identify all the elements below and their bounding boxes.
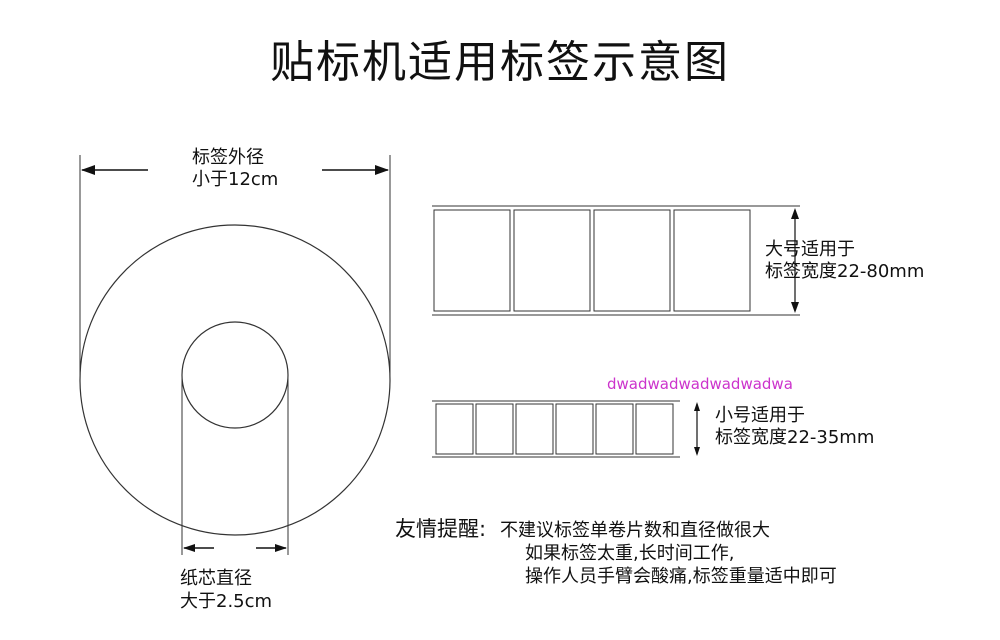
small-label-1 xyxy=(435,403,474,455)
reminder-heading: 友情提醒: xyxy=(395,517,487,541)
outer-arrowhead-right xyxy=(375,165,389,175)
small-label-2 xyxy=(475,403,514,455)
reminder-line1: 不建议标签单卷片数和直径做很大 xyxy=(500,520,770,541)
large-label-2 xyxy=(513,209,591,312)
outer-diameter-label-line2: 小于12cm xyxy=(192,169,279,190)
large-size-label-line2: 标签宽度22-80mm xyxy=(765,261,925,282)
small-label-4 xyxy=(555,403,594,455)
roll-core-circle xyxy=(181,321,289,429)
large-arrowhead-bottom xyxy=(791,302,799,313)
watermark-text: dwadwadwadwadwadwa xyxy=(607,375,793,393)
small-label-3 xyxy=(515,403,554,455)
outer-arrowhead-left xyxy=(81,165,95,175)
large-arrowhead-top xyxy=(791,208,799,219)
reminder-line2: 如果标签太重,长时间工作, xyxy=(525,543,735,564)
core-arrowhead-right xyxy=(275,544,287,552)
core-diameter-label-line2: 大于2.5cm xyxy=(180,591,273,612)
small-label-6 xyxy=(635,403,674,455)
page-title: 贴标机适用标签示意图 xyxy=(270,37,730,88)
core-arrowhead-left xyxy=(183,544,195,552)
large-size-label-line1: 大号适用于 xyxy=(765,239,855,260)
outer-diameter-label-line1: 标签外径 xyxy=(192,147,264,168)
small-size-label-line2: 标签宽度22-35mm xyxy=(715,427,875,448)
small-label-5 xyxy=(595,403,634,455)
small-arrowhead-top xyxy=(694,402,700,411)
reminder-line3: 操作人员手臂会酸痛,标签重量适中即可 xyxy=(525,566,837,587)
large-label-4 xyxy=(673,209,751,312)
large-label-1 xyxy=(433,209,511,312)
roll-outer-circle xyxy=(79,224,391,536)
small-size-label-line1: 小号适用于 xyxy=(715,405,805,426)
core-diameter-label-line1: 纸芯直径 xyxy=(180,568,252,589)
small-arrowhead-bottom xyxy=(694,447,700,456)
large-label-3 xyxy=(593,209,671,312)
